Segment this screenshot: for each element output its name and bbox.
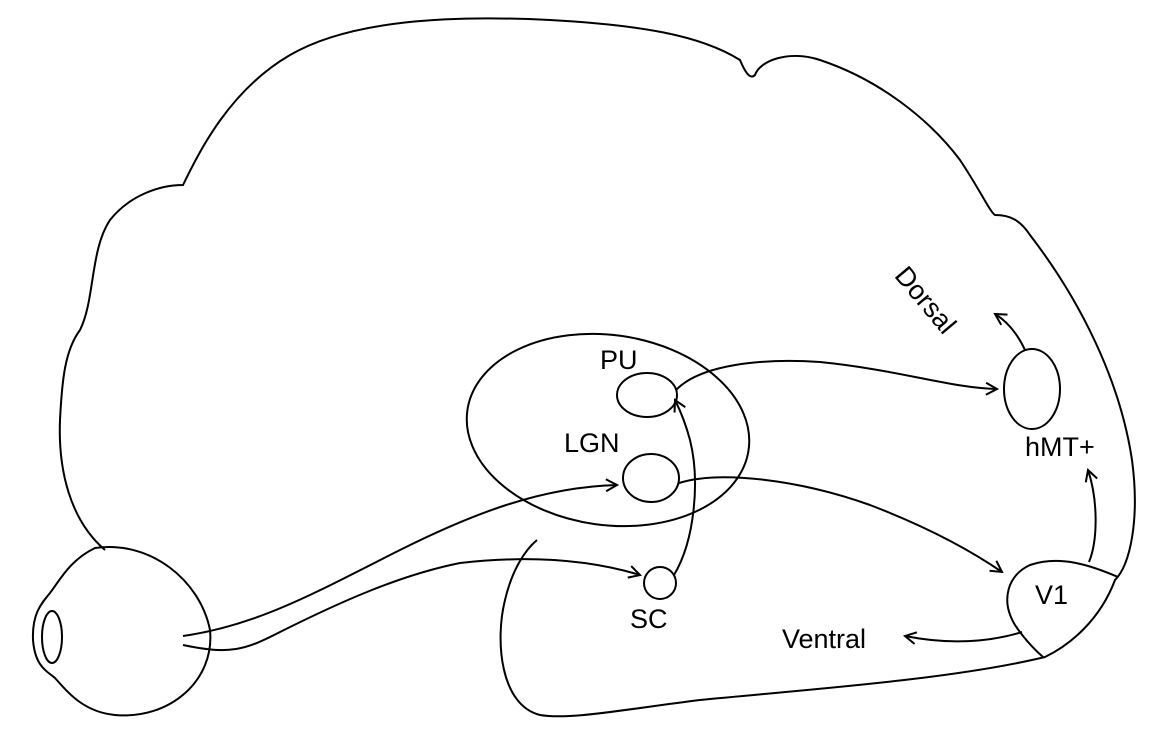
pu-label: PU <box>600 345 638 375</box>
pu-nucleus <box>616 372 678 418</box>
hmt-area <box>1003 348 1061 430</box>
brain-outline <box>58 17 1136 718</box>
pupil <box>41 610 63 664</box>
eye-to-lgn-pathway <box>182 485 617 637</box>
pu-to-hmt-pathway <box>675 359 997 390</box>
eye <box>31 546 212 717</box>
hmt-label: hMT+ <box>1025 432 1095 462</box>
v1-to-ventral-pathway <box>905 631 1023 641</box>
thalamus-outline <box>465 332 751 528</box>
v1-to-hmt-pathway <box>1088 470 1096 563</box>
lgn-to-v1-pathway <box>678 476 1002 572</box>
v1-label: V1 <box>1035 580 1069 610</box>
sc-label: SC <box>630 604 668 634</box>
sc-to-pu-pathway <box>673 400 696 576</box>
ventral-label: Ventral <box>782 624 867 654</box>
lgn-nucleus <box>622 453 680 503</box>
v1-area <box>1006 559 1119 658</box>
sc-nucleus <box>643 566 677 600</box>
lgn-label: LGN <box>564 428 620 458</box>
eye-to-sc-pathway <box>182 558 640 652</box>
hmt-to-dorsal-pathway <box>995 314 1026 351</box>
